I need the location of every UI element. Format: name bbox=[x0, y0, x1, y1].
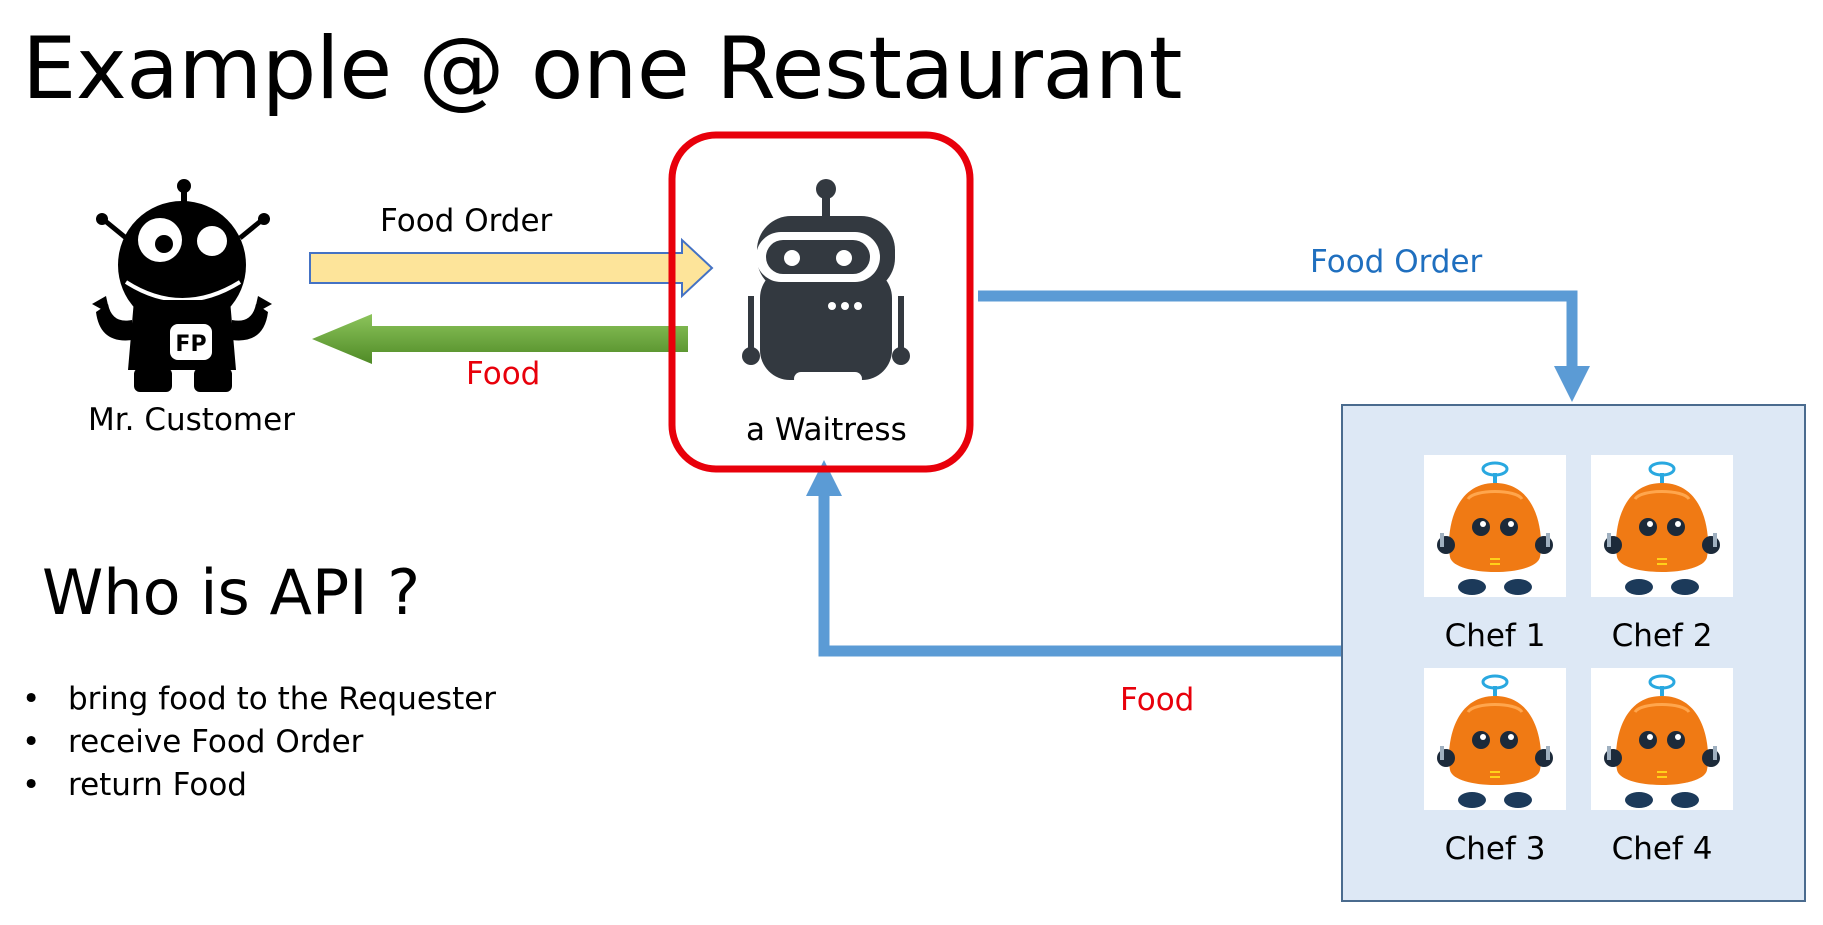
food-arrow bbox=[312, 314, 688, 364]
bullet-item: • receive Food Order bbox=[22, 721, 496, 764]
bullet-item: • return Food bbox=[22, 764, 496, 807]
bullet-text: return Food bbox=[68, 767, 247, 803]
chef-robot-icon bbox=[1604, 461, 1720, 595]
order-to-kitchen-line bbox=[978, 290, 1578, 372]
api-bullet-list: • bring food to the Requester • receive Fo… bbox=[22, 678, 496, 807]
chef-2-label: Chef 2 bbox=[1611, 618, 1713, 654]
chef-3-tile bbox=[1424, 668, 1566, 810]
order-to-kitchen-arrowhead bbox=[1554, 366, 1590, 402]
bullet-dot: • bbox=[22, 681, 41, 717]
bullet-text: bring food to the Requester bbox=[68, 681, 497, 717]
chef-4-tile bbox=[1591, 668, 1733, 810]
chef-4-label: Chef 4 bbox=[1611, 831, 1713, 867]
kitchen-order-label: Food Order bbox=[1310, 244, 1483, 280]
customer-badge: FP bbox=[175, 332, 206, 357]
chef-robot-icon bbox=[1437, 674, 1553, 808]
chef-robot-icon bbox=[1604, 674, 1720, 808]
food-label: Food bbox=[466, 356, 541, 392]
robot-customer-icon: FP bbox=[92, 179, 272, 392]
bullet-dot: • bbox=[22, 724, 41, 760]
chef-2-tile bbox=[1591, 455, 1733, 597]
food-from-kitchen-line bbox=[818, 490, 1341, 657]
customer-label: Mr. Customer bbox=[88, 402, 295, 438]
bullet-item: • bring food to the Requester bbox=[22, 678, 496, 721]
food-order-label: Food Order bbox=[380, 203, 553, 239]
bullet-dot: • bbox=[22, 767, 41, 803]
food-from-kitchen-arrowhead bbox=[806, 460, 842, 496]
chef-1-tile bbox=[1424, 455, 1566, 597]
chef-robot-icon bbox=[1437, 461, 1553, 595]
kitchen-box bbox=[1341, 404, 1806, 902]
api-question: Who is API ? bbox=[42, 556, 421, 629]
robot-waitress-icon bbox=[742, 179, 910, 386]
waitress-label: a Waitress bbox=[746, 412, 907, 448]
food-order-arrow bbox=[309, 237, 714, 299]
page-title: Example @ one Restaurant bbox=[22, 19, 1182, 119]
bullet-text: receive Food Order bbox=[68, 724, 364, 760]
chef-3-label: Chef 3 bbox=[1444, 831, 1546, 867]
api-highlight-box bbox=[668, 131, 974, 473]
chef-1-label: Chef 1 bbox=[1444, 618, 1546, 654]
kitchen-food-label: Food bbox=[1120, 682, 1195, 718]
